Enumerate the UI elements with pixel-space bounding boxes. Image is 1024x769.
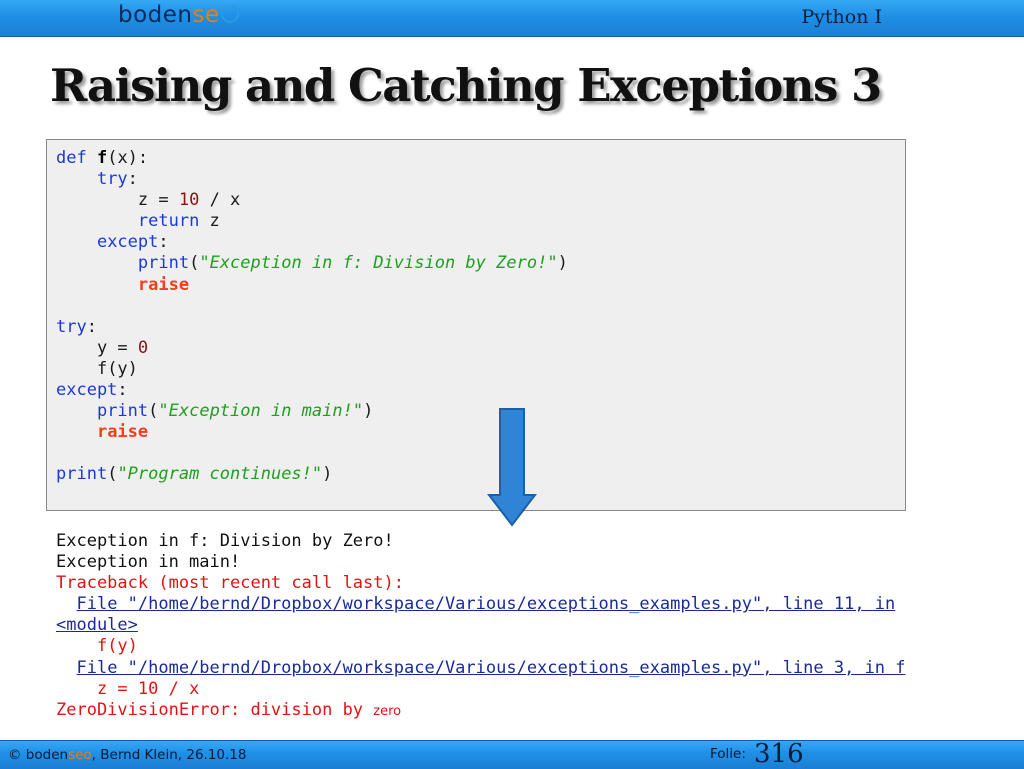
logo-circle-icon [220, 5, 239, 23]
code-listing: def f(x): try: z = 10 / x return z excep… [56, 148, 568, 485]
course-title: Python I [801, 6, 882, 28]
bodenseo-logo: bodense [118, 2, 239, 28]
program-output: Exception in f: Division by Zero! Except… [56, 531, 906, 722]
footer-credit: © bodenseo, Bernd Klein, 26.10.18 [8, 747, 247, 763]
code-block: def f(x): try: z = 10 / x return z excep… [46, 139, 906, 511]
down-arrow-icon [487, 408, 537, 527]
folie-label: Folie: [710, 746, 746, 762]
footer-bar: © bodenseo, Bernd Klein, 26.10.18 Folie:… [0, 739, 1024, 769]
header-bar: bodense Python I [0, 0, 1024, 37]
slide-title: Raising and Catching Exceptions 3 [50, 59, 882, 112]
slide-number: 316 [754, 739, 804, 769]
output-listing: Exception in f: Division by Zero! Except… [56, 531, 906, 720]
